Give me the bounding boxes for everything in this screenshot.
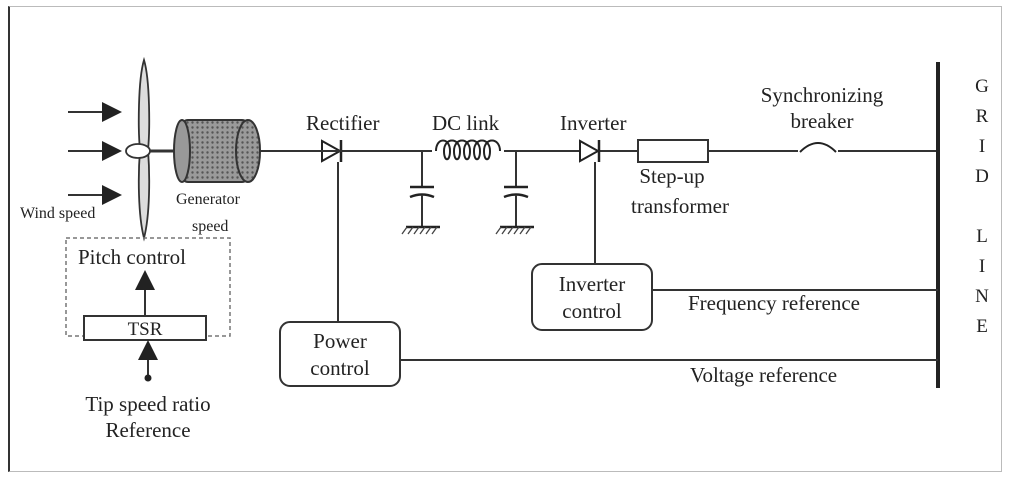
sync-breaker-label-1: Synchronizing: [761, 83, 884, 107]
inverter-label: Inverter: [560, 111, 626, 135]
sync-breaker-label-2: breaker: [791, 109, 854, 133]
capacitor-left-icon: [401, 151, 440, 235]
tip-speed-ratio-label-1: Tip speed ratio: [85, 392, 210, 416]
frequency-reference-label: Frequency reference: [688, 291, 860, 315]
tsr-block: [83, 315, 207, 341]
power-control-label-1: Power: [313, 329, 367, 353]
inverter-control-label-2: control: [562, 299, 622, 323]
grid-line-letter: D: [975, 166, 989, 187]
generator-icon: [173, 119, 261, 183]
diagram-frame: [8, 6, 1002, 472]
grid-line-letter: N: [975, 286, 989, 307]
grid-line-letter: G: [975, 76, 989, 97]
grid-line-letter: L: [976, 226, 988, 247]
dc-link-inductor-icon: [432, 138, 504, 161]
rectifier-label: Rectifier: [306, 111, 379, 135]
grid-line-letter: I: [979, 256, 985, 277]
synchronizing-breaker-icon: [798, 140, 838, 154]
inverter-control-block: [531, 263, 653, 331]
step-up-label-1: Step-up: [639, 164, 704, 188]
power-control-label-2: control: [310, 356, 370, 380]
generator-speed-label-2: speed: [192, 218, 228, 235]
step-up-transformer-icon: [637, 139, 709, 163]
capacitor-right-icon: [495, 151, 534, 235]
voltage-reference-label: Voltage reference: [690, 363, 837, 387]
grid-line-letter: R: [976, 106, 989, 127]
rectifier-diode-icon: [316, 139, 352, 163]
power-control-block: [279, 321, 401, 387]
pitch-control-label: Pitch control: [78, 245, 186, 269]
tip-speed-ref-node: [144, 374, 152, 382]
inverter-control-label-1: Inverter: [559, 272, 625, 296]
grid-line-letter: E: [976, 316, 988, 337]
step-up-label-2: transformer: [631, 194, 729, 218]
generator-speed-label-1: Generator: [176, 191, 241, 208]
grid-line-letter: I: [979, 136, 985, 157]
inverter-diode-icon: [579, 139, 601, 163]
wind-arrows: [68, 102, 122, 205]
dc-link-label: DC link: [432, 111, 500, 135]
tsr-label: TSR: [128, 319, 163, 340]
wind-speed-label: Wind speed: [20, 205, 95, 222]
tip-speed-ratio-label-2: Reference: [105, 418, 190, 442]
